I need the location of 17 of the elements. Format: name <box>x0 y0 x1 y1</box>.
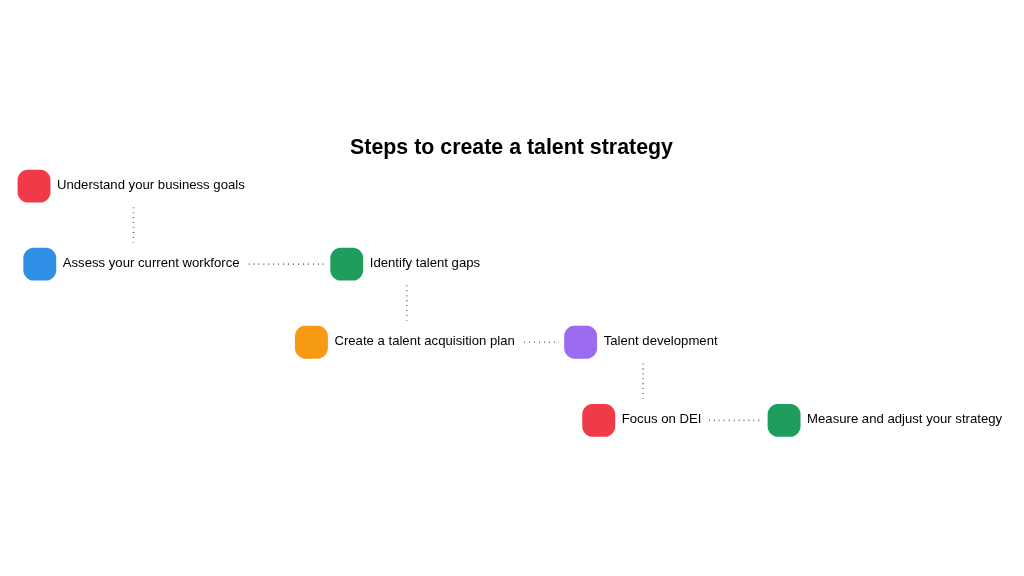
node-label: Measure and adjust your strategy <box>807 411 1003 427</box>
diagram-title: Steps to create a talent strategy <box>350 134 673 159</box>
node-label: Understand your business goals <box>57 177 245 193</box>
connector <box>247 263 326 265</box>
node-box <box>17 169 51 203</box>
node-box <box>767 403 801 437</box>
node-box <box>295 325 328 359</box>
node-label: Create a talent acquisition plan <box>334 333 515 349</box>
node-box <box>330 247 364 281</box>
node-box <box>564 325 598 359</box>
node-box <box>23 247 57 281</box>
node-box <box>582 403 616 437</box>
node-label: Identify talent gaps <box>369 255 481 271</box>
connector <box>132 206 135 244</box>
node-label: Assess your current workforce <box>62 255 240 271</box>
node-label: Focus on DEI <box>621 411 702 427</box>
node-label: Talent development <box>603 333 718 349</box>
